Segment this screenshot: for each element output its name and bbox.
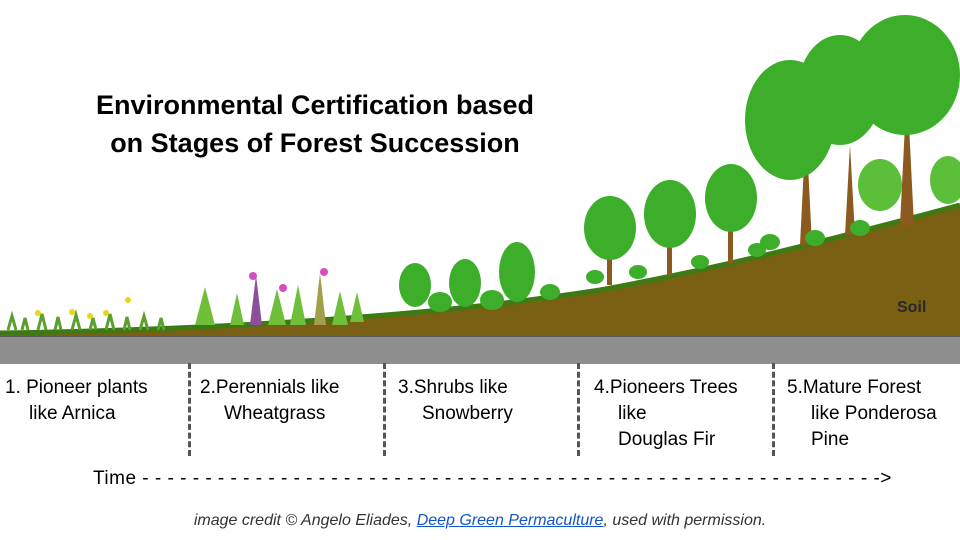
- stage-divider: [577, 363, 580, 456]
- stage-3-label: 3.Shrubs like Snowberry: [398, 377, 513, 424]
- soil-layer: [0, 205, 960, 336]
- soil-label: Soil: [897, 299, 926, 316]
- stage-divider: [383, 363, 386, 456]
- stage-divider: [772, 363, 775, 456]
- stage-1-label: 1. Pioneer plants like Arnica: [5, 377, 148, 424]
- stage-4-label: 4.Pioneers Trees like Douglas Fir: [594, 377, 738, 450]
- forest-succession-illustration: Soil: [0, 15, 960, 364]
- credit-link[interactable]: Deep Green Permaculture: [416, 512, 604, 529]
- mature-forest-group: [745, 15, 960, 250]
- stage-5-label: 5.Mature Forest like Ponderosa Pine: [787, 377, 937, 450]
- pioneer-trees-group: [584, 164, 766, 285]
- bedrock-layer: [0, 336, 960, 364]
- image-credit: image credit © Angelo Eliades, Deep Gree…: [193, 512, 767, 529]
- title-line-2: on Stages of Forest Succession: [110, 128, 520, 158]
- shrubs-group: [399, 242, 560, 312]
- stage-divider: [188, 363, 191, 456]
- page-title: Environmental Certification based on Sta…: [30, 86, 600, 162]
- stage-2-label: 2.Perennials like Wheatgrass: [200, 377, 340, 424]
- pioneer-plants-group: [6, 297, 166, 331]
- perennials-group: [195, 268, 364, 325]
- time-axis-label: Time - - - - - - - - - - - - - - - - - -…: [93, 468, 892, 489]
- title-line-1: Environmental Certification based: [95, 90, 535, 120]
